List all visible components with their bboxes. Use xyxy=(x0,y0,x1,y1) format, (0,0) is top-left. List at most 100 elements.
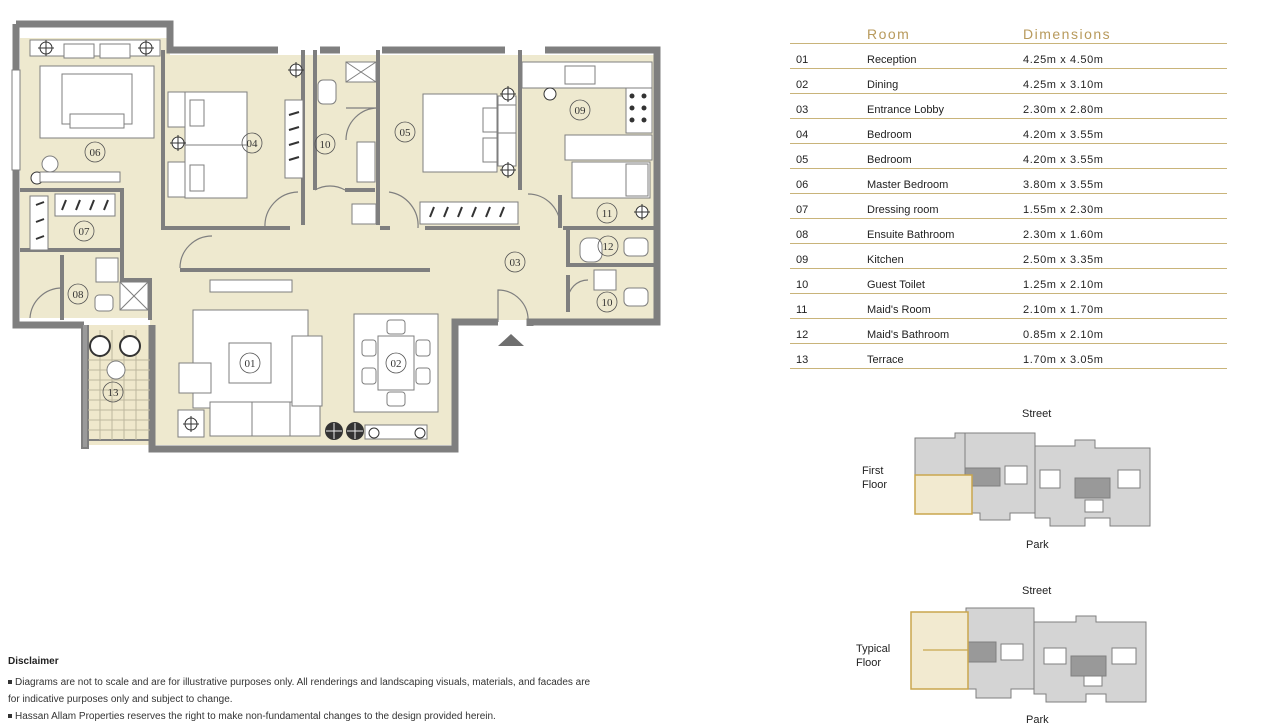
floor-plan: 01 02 03 04 05 06 07 08 09 10 10 11 12 1… xyxy=(11,20,661,453)
disclaimer-line-2: for indicative purposes only and subject… xyxy=(8,692,618,707)
entrance-arrow-icon xyxy=(498,334,524,346)
table-cell-room: Dining xyxy=(867,79,899,91)
pillows xyxy=(39,43,498,192)
room-label-09: 09 xyxy=(575,105,587,117)
disclaimer-line-3-text: Hassan Allam Properties reserves the rig… xyxy=(15,711,496,722)
key-typical-label-line1: Typical xyxy=(856,643,891,655)
key-first-label-line1: First xyxy=(862,465,884,477)
room-label-11: 11 xyxy=(602,208,613,220)
table-row: 03 Entrance Lobby 2.30m x 2.80m xyxy=(790,94,1227,119)
room-label-10a: 10 xyxy=(320,139,332,151)
table-cell-dims: 0.85m x 2.10m xyxy=(1023,329,1104,341)
key-plan-typical-floor xyxy=(910,607,1147,703)
table-cell-no: 05 xyxy=(796,154,809,166)
room-label-08: 08 xyxy=(73,289,85,301)
disclaimer-title: Disclaimer xyxy=(8,656,59,667)
table-cell-room: Bedroom xyxy=(867,129,912,141)
outer-walls xyxy=(12,20,661,453)
table-cell-room: Dressing room xyxy=(867,204,939,216)
table-cell-no: 07 xyxy=(796,204,809,216)
table-cell-room: Terrace xyxy=(867,354,904,366)
key-typical-street: Street xyxy=(1022,585,1052,597)
room-label-05: 05 xyxy=(400,127,412,139)
room-label-03: 03 xyxy=(510,257,522,269)
room-label-06: 06 xyxy=(90,147,102,159)
hob-icon xyxy=(629,93,647,123)
table-cell-dims: 2.50m x 3.35m xyxy=(1023,254,1104,266)
key-first-street: Street xyxy=(1022,408,1052,420)
table-cell-no: 01 xyxy=(796,54,809,66)
table-cell-dims: 4.25m x 4.50m xyxy=(1023,54,1104,66)
unit-highlight-first xyxy=(914,474,973,515)
door-swings xyxy=(29,107,589,323)
ac-crosses xyxy=(38,40,650,432)
room-dimensions-table: Room Dimensions 01 Reception 4.25m x 4.50m… xyxy=(790,24,1227,369)
table-cell-room: Guest Toilet xyxy=(867,279,925,291)
table-row: 08 Ensuite Bathroom 2.30m x 1.60m xyxy=(790,219,1227,244)
room-number-circles xyxy=(67,99,619,403)
table-cell-room: Reception xyxy=(867,54,917,66)
disclaimer-line-1-text: Diagrams are not to scale and are for il… xyxy=(15,677,591,688)
interior-walls xyxy=(20,50,657,320)
room-label-04: 04 xyxy=(247,138,259,150)
table-row: 01 Reception 4.25m x 4.50m xyxy=(790,44,1227,69)
table-cell-no: 09 xyxy=(796,254,809,266)
key-first-label: First Floor xyxy=(862,464,887,492)
disclaimer: Disclaimer Diagrams are not to scale and… xyxy=(8,656,618,726)
table-cell-dims: 1.55m x 2.30m xyxy=(1023,204,1104,216)
table-cell-room: Bedroom xyxy=(867,154,912,166)
wardrobes xyxy=(29,91,519,251)
table-row: 07 Dressing room 1.55m x 2.30m xyxy=(790,194,1227,219)
key-typical-park: Park xyxy=(1026,714,1049,726)
table-cell-room: Ensuite Bathroom xyxy=(867,229,955,241)
table-cell-dims: 4.20m x 3.55m xyxy=(1023,154,1104,166)
table-cell-room: Kitchen xyxy=(867,254,904,266)
key-first-label-line2: Floor xyxy=(862,479,888,491)
room-label-10b: 10 xyxy=(602,297,614,309)
terrace-chairs xyxy=(89,335,141,380)
room-label-01: 01 xyxy=(245,358,256,370)
table-cell-no: 10 xyxy=(796,279,809,291)
disclaimer-line-2-text: for indicative purposes only and subject… xyxy=(8,694,233,705)
kitchen-counters xyxy=(521,61,653,161)
table-cell-dims: 3.80m x 3.55m xyxy=(1023,179,1104,191)
table-cell-dims: 1.70m x 3.05m xyxy=(1023,354,1104,366)
table-row: 12 Maid's Bathroom 0.85m x 2.10m xyxy=(790,319,1227,344)
table-cell-no: 06 xyxy=(796,179,809,191)
room-label-07: 07 xyxy=(79,226,91,238)
table-cell-no: 04 xyxy=(796,129,809,141)
room-label-12: 12 xyxy=(603,241,614,253)
table-cell-no: 08 xyxy=(796,229,809,241)
hanger-marks xyxy=(35,111,505,240)
table-cell-no: 03 xyxy=(796,104,809,116)
disclaimer-line-3: Hassan Allam Properties reserves the rig… xyxy=(8,709,618,724)
plant-leaves xyxy=(326,423,363,439)
table-cell-no: 12 xyxy=(796,329,809,341)
table-cell-no: 11 xyxy=(796,304,808,316)
key-typical-label: Typical Floor xyxy=(856,642,890,670)
table-cell-no: 13 xyxy=(796,354,809,366)
terrace-railing xyxy=(81,325,152,449)
table-cell-room: Entrance Lobby xyxy=(867,104,945,116)
table-cell-dims: 2.30m x 1.60m xyxy=(1023,229,1104,241)
key-first-park: Park xyxy=(1026,539,1049,551)
table-cell-room: Maid's Bathroom xyxy=(867,329,950,341)
table-cell-dims: 2.30m x 2.80m xyxy=(1023,104,1104,116)
table-cell-room: Maid's Room xyxy=(867,304,931,316)
room-label-13: 13 xyxy=(108,387,120,399)
table-row: 09 Kitchen 2.50m x 3.35m xyxy=(790,244,1227,269)
dining-chairs xyxy=(361,319,431,407)
bathroom-fixtures xyxy=(94,61,649,312)
table-header: Room Dimensions xyxy=(790,24,1227,44)
disclaimer-line-1: Diagrams are not to scale and are for il… xyxy=(8,675,618,690)
header-dimensions: Dimensions xyxy=(1023,26,1112,42)
table-cell-dims: 1.25m x 2.10m xyxy=(1023,279,1104,291)
table-row: 10 Guest Toilet 1.25m x 2.10m xyxy=(790,269,1227,294)
room-numbers: 01 02 03 04 05 06 07 08 09 10 10 11 12 1… xyxy=(73,105,614,399)
table-cell-dims: 4.25m x 3.10m xyxy=(1023,79,1104,91)
header-room: Room xyxy=(867,26,911,42)
